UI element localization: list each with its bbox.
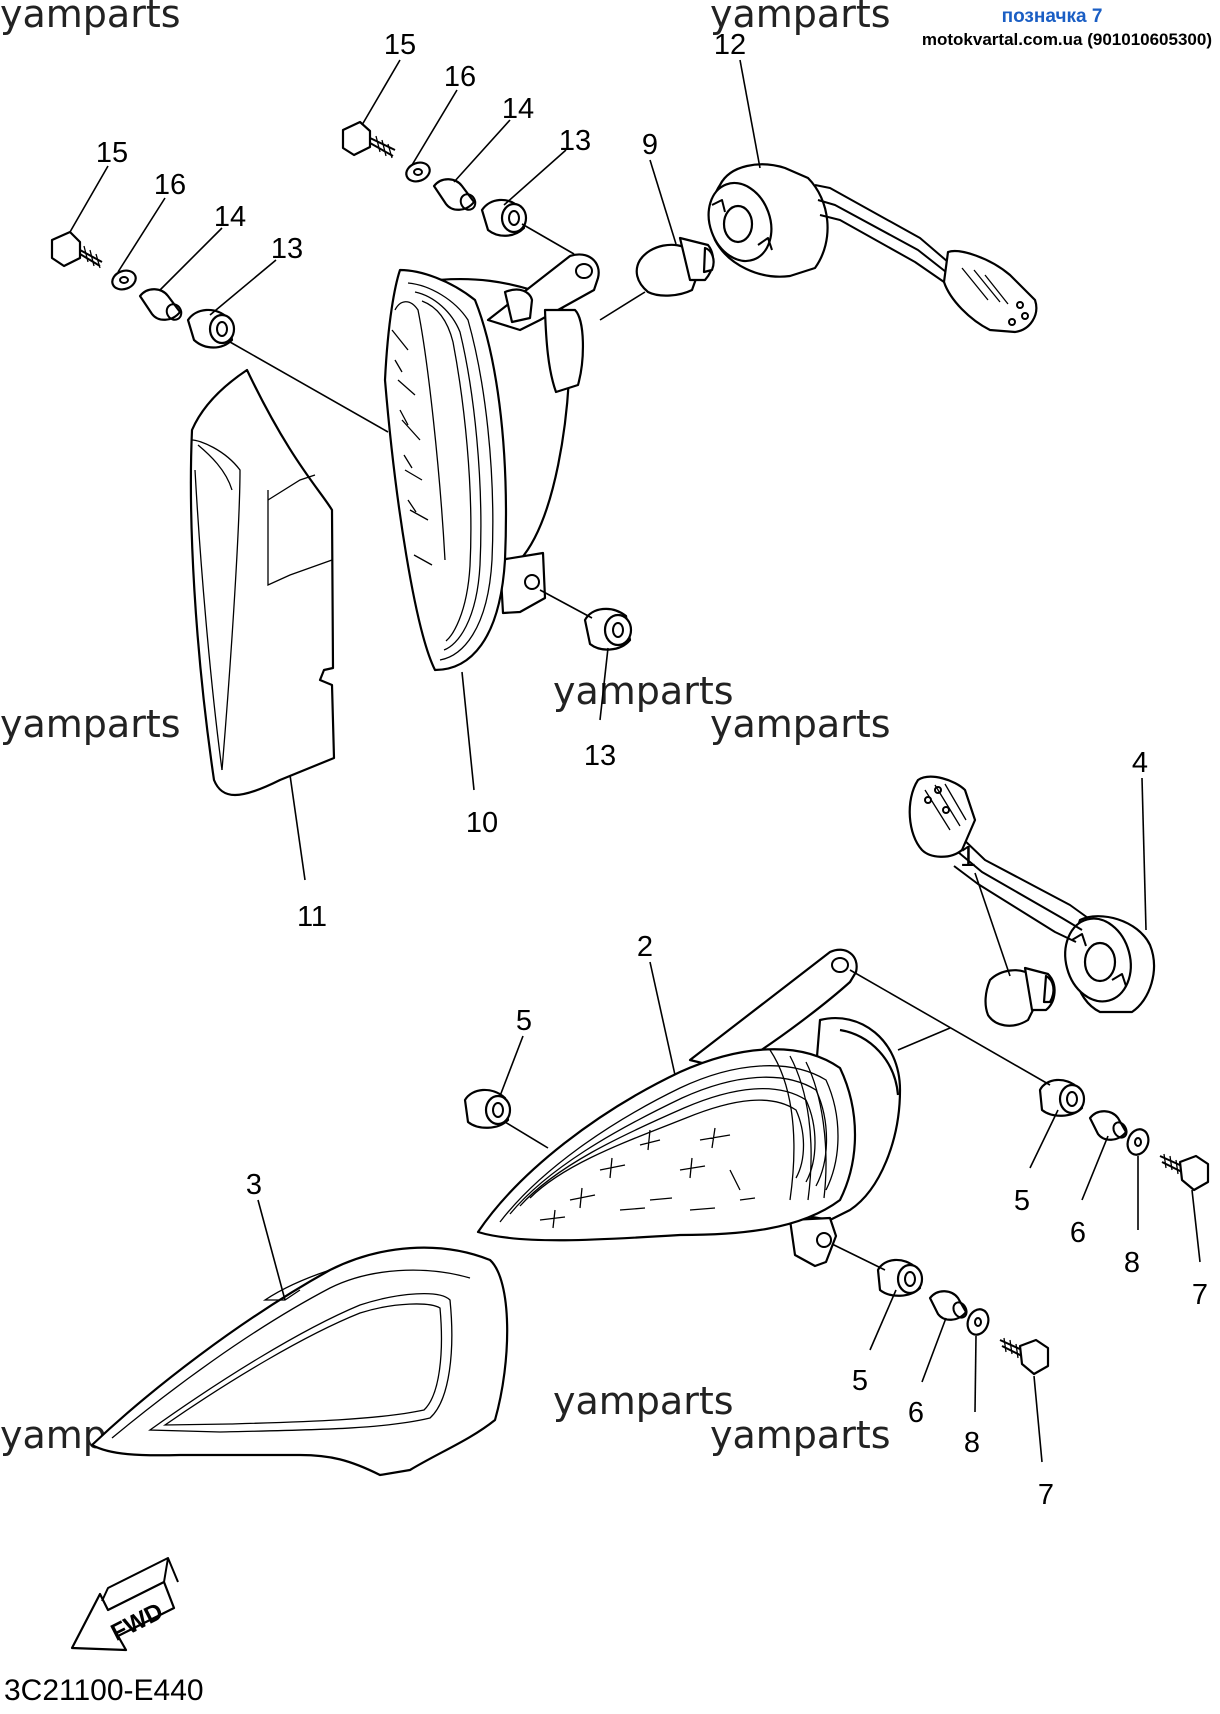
watermark: yamparts bbox=[710, 1413, 891, 1457]
hardware-bottom bbox=[463, 1078, 1210, 1376]
callout-14: 14 bbox=[502, 93, 534, 125]
hardware-top-left bbox=[50, 230, 236, 349]
callout-3: 3 bbox=[246, 1169, 262, 1201]
callout-16: 16 bbox=[154, 169, 186, 201]
fwd-arrow-icon: FWD bbox=[70, 1557, 179, 1652]
callout-numbers: 15 16 14 13 15 16 14 13 9 12 13 10 11 4 … bbox=[96, 29, 1208, 1511]
watermark: yamparts bbox=[710, 702, 891, 746]
callout-7: 7 bbox=[1038, 1479, 1054, 1511]
callout-10: 10 bbox=[466, 807, 498, 839]
callout-leaders bbox=[69, 59, 1201, 1463]
callout-6: 6 bbox=[908, 1397, 924, 1429]
callout-12: 12 bbox=[714, 29, 746, 61]
part-11-cover bbox=[189, 368, 336, 797]
callout-1: 1 bbox=[960, 841, 976, 873]
part-12-socket bbox=[707, 163, 1038, 334]
callout-14: 14 bbox=[214, 201, 246, 233]
callout-8: 8 bbox=[1124, 1247, 1140, 1279]
callout-8: 8 bbox=[964, 1427, 980, 1459]
callout-9: 9 bbox=[642, 129, 658, 161]
watermark: yamparts bbox=[710, 0, 891, 36]
callout-13: 13 bbox=[584, 740, 616, 772]
part-13-grommet-lower bbox=[583, 607, 633, 651]
callout-6: 6 bbox=[1070, 1217, 1086, 1249]
header-label: позначка 7 bbox=[1002, 6, 1103, 27]
callout-2: 2 bbox=[637, 931, 653, 963]
diagram-code: 3C21100-E440 bbox=[4, 1674, 204, 1707]
callout-15: 15 bbox=[96, 137, 128, 169]
part-9-bulb bbox=[635, 236, 715, 297]
part-4-socket bbox=[908, 775, 1155, 1014]
assembly-lines-top bbox=[229, 223, 646, 619]
callout-11: 11 bbox=[297, 901, 327, 933]
hardware-top-center bbox=[341, 120, 528, 237]
assembly-lines-bottom bbox=[504, 969, 1051, 1271]
callout-4: 4 bbox=[1132, 747, 1148, 779]
callout-5: 5 bbox=[1014, 1185, 1030, 1217]
watermark: yamparts bbox=[553, 1379, 734, 1423]
part-10-lamp bbox=[383, 253, 600, 672]
callout-5: 5 bbox=[852, 1365, 868, 1397]
callout-13: 13 bbox=[271, 233, 303, 265]
callout-5: 5 bbox=[516, 1005, 532, 1037]
callout-7: 7 bbox=[1192, 1279, 1208, 1311]
part-3-cover bbox=[90, 1246, 509, 1477]
part-1-bulb bbox=[984, 966, 1056, 1027]
watermark: yamparts bbox=[0, 702, 181, 746]
callout-15: 15 bbox=[384, 29, 416, 61]
watermark: yamparts bbox=[0, 0, 181, 36]
header-site: motokvartal.com.ua (901010605300) bbox=[922, 30, 1212, 49]
callout-16: 16 bbox=[444, 61, 476, 93]
part-2-lamp bbox=[476, 948, 902, 1268]
watermark: yamparts bbox=[553, 669, 734, 713]
callout-13: 13 bbox=[559, 125, 591, 157]
